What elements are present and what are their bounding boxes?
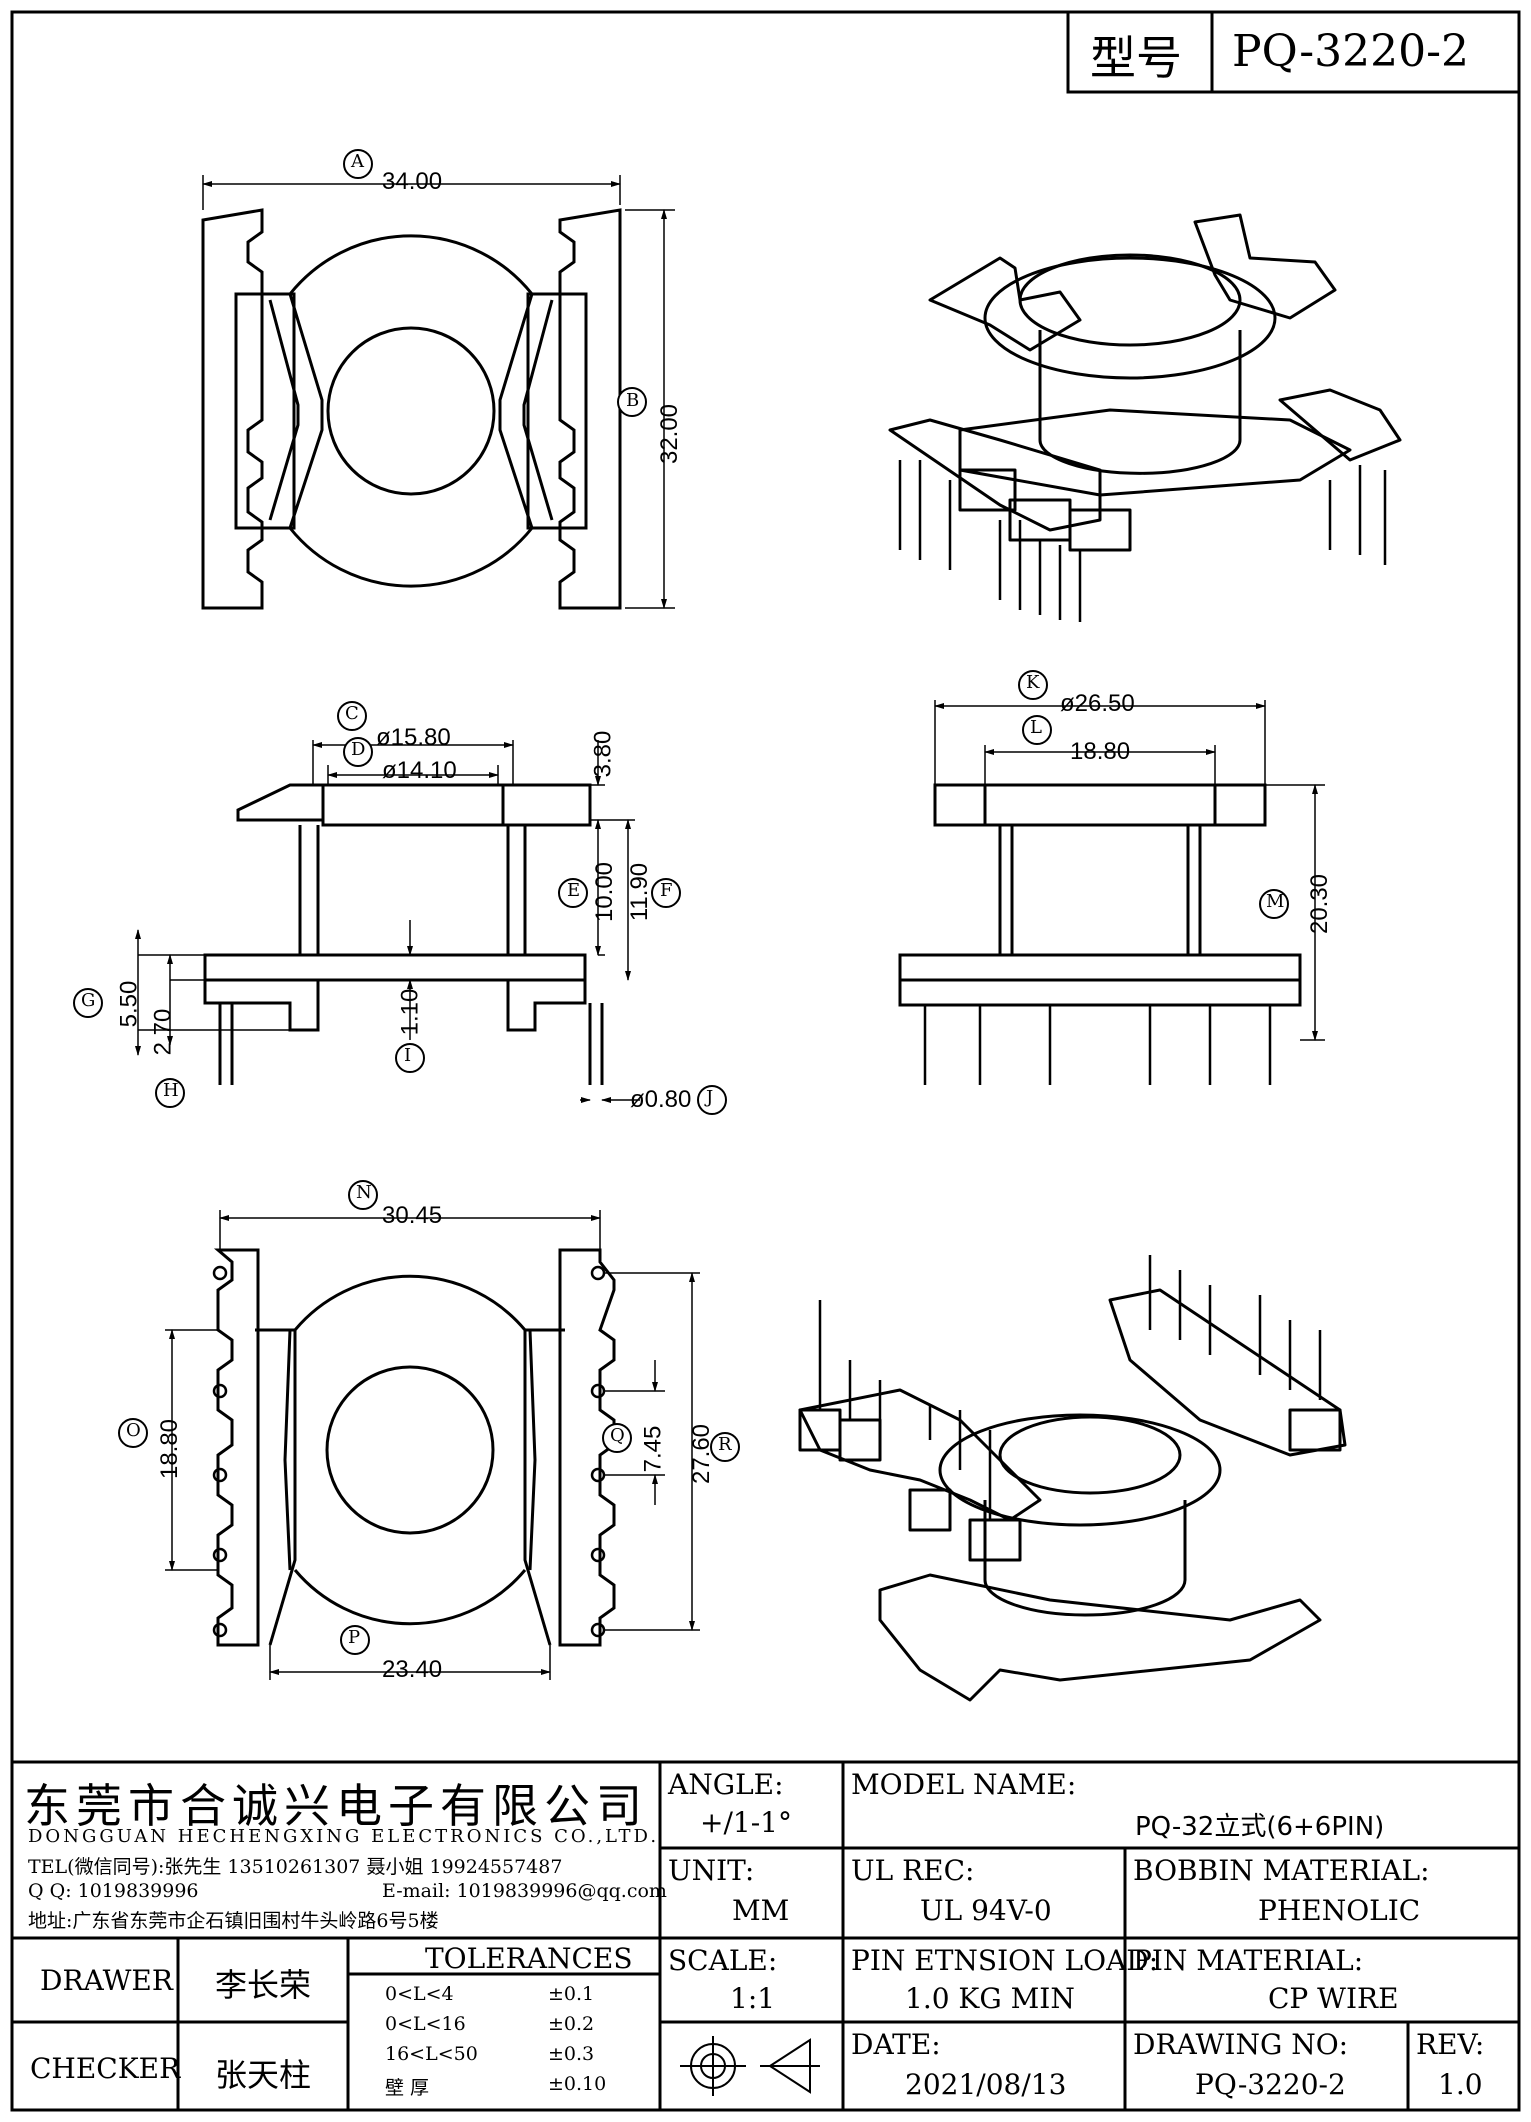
rev-label: REV: xyxy=(1416,2028,1485,2061)
dim-letter-O: O xyxy=(126,1420,141,1441)
ul-rec-value: UL 94V-0 xyxy=(920,1894,1052,1927)
dim-letter-M: M xyxy=(1266,891,1285,912)
dim-value-B: 32.00 xyxy=(656,403,684,465)
dim-letter-R: R xyxy=(718,1434,732,1455)
angle-value: +/1-1° xyxy=(700,1806,792,1839)
dim-letter-J: J xyxy=(706,1087,714,1108)
pin-tension-label: PIN ETNSION LOAD: xyxy=(851,1944,1159,1977)
dim-value-F: 11.90 xyxy=(626,862,654,922)
dim-letter-D: D xyxy=(351,739,366,760)
tolerance-range-3: 16<L<50 xyxy=(385,2043,478,2065)
scale-value: 1:1 xyxy=(730,1982,776,2015)
dim-value-N: 30.45 xyxy=(382,1202,443,1229)
tolerance-value-2: ±0.2 xyxy=(548,2013,595,2035)
dim-value-R: 27.60 xyxy=(688,1423,716,1485)
dimension-letter-circles xyxy=(73,149,1289,1655)
view-front-left xyxy=(203,783,604,1085)
dim-letter-A: A xyxy=(351,151,364,172)
unit-label: UNIT: xyxy=(668,1854,755,1887)
dim-value-I: 1.10 xyxy=(396,988,424,1036)
drawer-label: DRAWER xyxy=(40,1964,173,1997)
title-block-grid xyxy=(12,1760,1519,2110)
projection-symbol-icon xyxy=(680,2036,820,2096)
checker-name: 张天柱 xyxy=(215,2056,312,2094)
drawer-name: 李长荣 xyxy=(215,1966,312,2004)
tolerances-title: TOLERANCES xyxy=(425,1942,633,1975)
company-name-en: DONGGUAN HECHENGXING ELECTRONICS CO.,LTD… xyxy=(28,1826,660,1847)
dim-value-G: 5.50 xyxy=(115,980,143,1028)
dim-letter-F: F xyxy=(660,880,673,901)
drawing-frame xyxy=(10,10,1521,2112)
dim-value-O: 18.80 xyxy=(156,1418,184,1480)
dim-value-K: ø26.50 xyxy=(1060,690,1135,717)
dim-letter-P: P xyxy=(348,1627,361,1648)
company-tel: TEL(微信同号):张先生 13510261307 聂小姐 1992455748… xyxy=(28,1856,563,1878)
tolerance-value-4: ±0.10 xyxy=(548,2073,607,2095)
dim-letter-K: K xyxy=(1026,672,1040,693)
dim-value-M: 20.30 xyxy=(1306,873,1334,935)
company-email: E-mail: 1019839996@qq.com xyxy=(382,1880,667,1902)
tolerance-value-1: ±0.1 xyxy=(548,1983,595,2005)
company-qq: Q Q: 1019839996 xyxy=(28,1880,199,1902)
date-value: 2021/08/13 xyxy=(905,2068,1067,2101)
angle-label: ANGLE: xyxy=(668,1768,784,1801)
tolerance-range-4: 壁 厚 xyxy=(385,2077,430,2099)
checker-label: CHECKER xyxy=(30,2052,181,2085)
pin-material-value: CP WIRE xyxy=(1268,1982,1399,2015)
dim-letter-B: B xyxy=(626,390,640,411)
tolerance-value-3: ±0.3 xyxy=(548,2043,595,2065)
dim-value-Q: 7.45 xyxy=(639,1425,667,1473)
dim-value-P: 23.40 xyxy=(382,1656,443,1683)
dim-letter-H: H xyxy=(163,1080,179,1101)
model-label: 型号 xyxy=(1090,31,1182,85)
dim-value-A: 34.00 xyxy=(382,168,443,195)
unit-value: MM xyxy=(732,1894,790,1927)
dims-front-right xyxy=(934,700,1325,1041)
view-bottom xyxy=(212,1248,616,1647)
dim-value-E: 10.00 xyxy=(591,861,619,923)
dim-letter-I: I xyxy=(404,1045,412,1066)
dim-letter-C: C xyxy=(345,703,359,724)
model-name-label: MODEL NAME: xyxy=(851,1768,1077,1801)
dim-letter-N: N xyxy=(356,1182,372,1203)
model-name-value: PQ-32立式(6+6PIN) xyxy=(1135,1812,1385,1842)
view-top xyxy=(201,208,622,610)
dim-value-H: 2.70 xyxy=(149,1008,177,1056)
isometric-view-2 xyxy=(798,1255,1347,1702)
isometric-view-1 xyxy=(888,213,1402,622)
date-label: DATE: xyxy=(851,2028,941,2061)
drawing-no-label: DRAWING NO: xyxy=(1133,2028,1349,2061)
dim-letter-G: G xyxy=(81,990,96,1011)
dim-value-C: ø15.80 xyxy=(376,724,451,751)
tolerance-range-2: 0<L<16 xyxy=(385,2013,466,2035)
model-value: PQ-3220-2 xyxy=(1232,26,1469,77)
drawing-no-value: PQ-3220-2 xyxy=(1195,2068,1346,2101)
ul-rec-label: UL REC: xyxy=(851,1854,975,1887)
dims-bottom xyxy=(165,1210,700,1680)
rev-value: 1.0 xyxy=(1438,2068,1483,2101)
dim-value-D: ø14.10 xyxy=(382,757,457,784)
dims-front-left xyxy=(135,740,640,1103)
scale-label: SCALE: xyxy=(668,1944,778,1977)
dim-value-top: 3.80 xyxy=(589,730,617,778)
dim-value-J: ø0.80 xyxy=(630,1086,692,1113)
company-address: 地址:广东省东莞市企石镇旧围村牛头岭路6号5楼 xyxy=(28,1910,439,1932)
dim-letter-Q: Q xyxy=(610,1425,625,1446)
tolerance-range-1: 0<L<4 xyxy=(385,1983,454,2005)
dims-top xyxy=(202,175,675,609)
company-name-cn: 东莞市合诚兴电子有限公司 xyxy=(24,1779,648,1833)
dim-letter-L: L xyxy=(1030,717,1042,738)
bobbin-material-value: PHENOLIC xyxy=(1258,1894,1421,1927)
dim-letter-E: E xyxy=(567,880,581,901)
pin-tension-value: 1.0 KG MIN xyxy=(905,1982,1075,2015)
bobbin-material-label: BOBBIN MATERIAL: xyxy=(1133,1854,1430,1887)
view-front-right xyxy=(898,783,1302,1085)
dim-value-L: 18.80 xyxy=(1070,738,1131,765)
pin-material-label: PIN MATERIAL: xyxy=(1133,1944,1364,1977)
model-header-box xyxy=(1066,10,1521,94)
